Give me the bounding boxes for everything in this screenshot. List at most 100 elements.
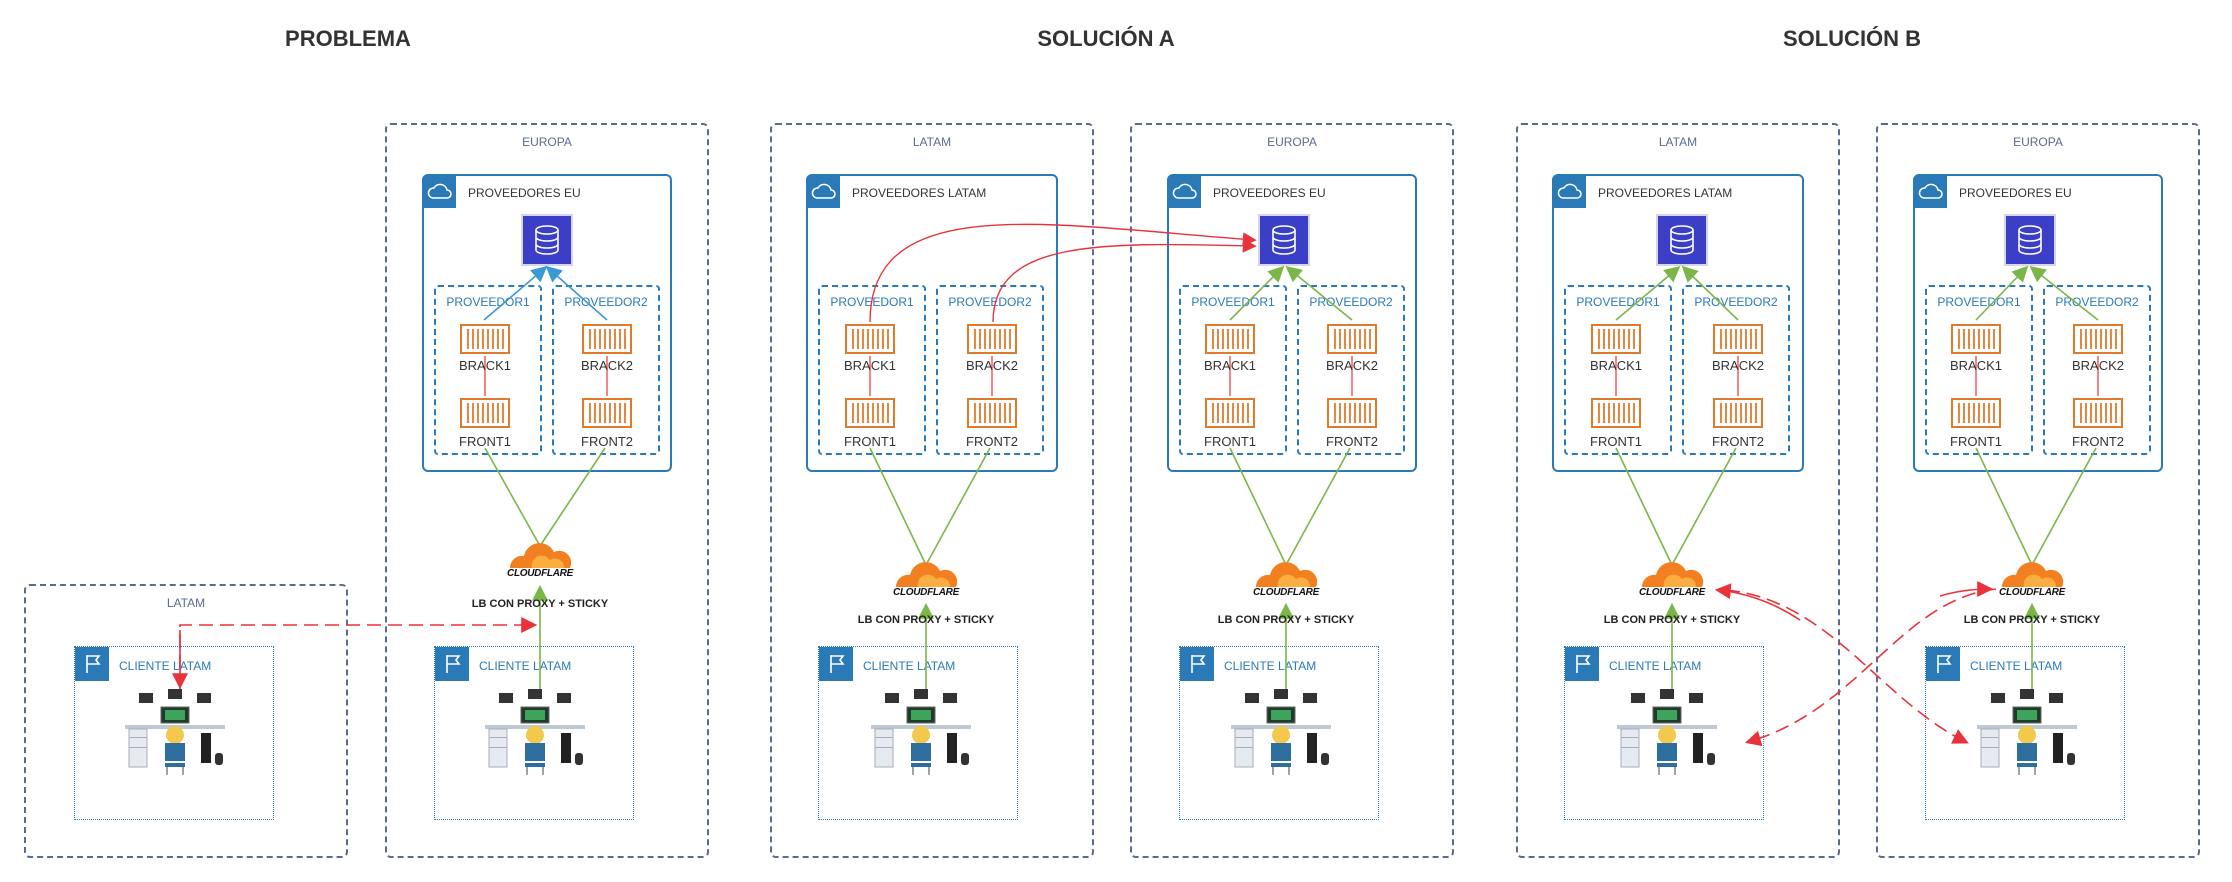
provider-label: PROVEEDOR2 [2055,295,2139,309]
provider-label: PROVEEDOR2 [1309,295,1393,309]
server-icon [1327,398,1377,428]
provider-box-2: PROVEEDOR2 [2043,285,2151,455]
client-workstation-icon [871,689,971,775]
server-icon [460,324,510,354]
cloud-box-proveedores-eu: PROVEEDORES EU [1913,174,2163,472]
node-label-brack2: BRACK2 [965,358,1019,373]
region-label: EUROPA [522,135,572,149]
client-label: CLIENTE LATAM [479,659,572,673]
node-label-brack1: BRACK1 [843,358,897,373]
node-label-brack2: BRACK2 [580,358,634,373]
database-icon [1258,214,1310,266]
node-label-front2: FRONT2 [1326,434,1378,449]
database-icon [1656,214,1708,266]
cloudflare-logo [895,562,958,587]
cloudflare-text: CLOUDFLARE [1639,587,1705,598]
node-label-front1: FRONT1 [459,434,511,449]
cloud-box-proveedores-eu: PROVEEDORES EU [422,174,672,472]
flag-icon [819,647,853,681]
provider-label: PROVEEDOR1 [1576,295,1660,309]
cloud-box-proveedores-eu: PROVEEDORES EU [1167,174,1417,472]
node-label-brack1: BRACK1 [1203,358,1257,373]
database-icon [521,214,573,266]
server-icon [1591,398,1641,428]
client-box: CLIENTE LATAM [74,646,274,820]
lb-label: LB CON PROXY + STICKY [857,614,995,626]
cloudflare-text: CLOUDFLARE [1253,587,1319,598]
cloud-icon [424,176,456,208]
node-label-brack2: BRACK2 [1325,358,1379,373]
client-workstation-icon [485,689,585,775]
region-latam: LATAM [24,584,348,858]
cloud-label: PROVEEDORES EU [468,186,581,200]
database-icon [2004,214,2056,266]
server-icon [2073,324,2123,354]
server-icon [845,324,895,354]
server-icon [967,398,1017,428]
provider-label: PROVEEDOR1 [1937,295,2021,309]
cloud-label: PROVEEDORES LATAM [1598,186,1733,200]
node-label-front2: FRONT2 [966,434,1018,449]
title-problema: PROBLEMA [285,26,411,51]
problema-links [172,265,608,695]
region-label: LATAM [1658,135,1698,149]
node-label-brack1: BRACK1 [1949,358,2003,373]
flag-icon [435,647,469,681]
flag-icon [1180,647,1214,681]
node-label-front2: FRONT2 [581,434,633,449]
solucion-a-links [869,223,1353,695]
node-label-front2: FRONT2 [2072,434,2124,449]
cloudflare-logo [2001,562,2064,587]
region-label: LATAM [912,135,952,149]
flag-icon [1926,647,1960,681]
client-box: CLIENTE LATAM [818,646,1018,820]
client-workstation-icon [1617,689,1717,775]
node-label-front1: FRONT1 [1950,434,2002,449]
region-label: EUROPA [1267,135,1317,149]
node-label-brack2: BRACK2 [2071,358,2125,373]
server-icon [1951,324,2001,354]
client-box: CLIENTE LATAM [1925,646,2125,820]
provider-box-2: PROVEEDOR2 [1297,285,1405,455]
solucion-b-links [1615,265,2099,747]
region-label: LATAM [166,596,206,610]
client-label: CLIENTE LATAM [1970,659,2063,673]
cloudflare-logo [1641,562,1704,587]
region-europa: EUROPA [1130,123,1454,858]
cloudflare-logo [509,543,572,568]
title-solucion-b: SOLUCIÓN B [1782,26,1922,51]
client-label: CLIENTE LATAM [1609,659,1702,673]
cloud-label: PROVEEDORES EU [1959,186,2072,200]
node-label-brack1: BRACK1 [1589,358,1643,373]
client-workstation-icon [1231,689,1331,775]
region-label: EUROPA [2013,135,2063,149]
server-icon [1327,324,1377,354]
server-icon [1591,324,1641,354]
server-icon [1951,398,2001,428]
server-icon [1713,398,1763,428]
node-label-front2: FRONT2 [1712,434,1764,449]
region-latam: LATAM [770,123,1094,858]
node-label-brack1: BRACK1 [458,358,512,373]
client-box: CLIENTE LATAM [1564,646,1764,820]
provider-box-2: PROVEEDOR2 [936,285,1044,455]
server-icon [582,324,632,354]
lb-label: LB CON PROXY + STICKY [471,598,609,610]
client-label: CLIENTE LATAM [863,659,956,673]
lb-label: LB CON PROXY + STICKY [1603,614,1741,626]
cloud-label: PROVEEDORES EU [1213,186,1326,200]
node-label-front1: FRONT1 [844,434,896,449]
client-workstation-icon [1977,689,2077,775]
node-label-brack2: BRACK2 [1711,358,1765,373]
cloudflare-text: CLOUDFLARE [507,568,573,579]
server-icon [845,398,895,428]
cloud-label: PROVEEDORES LATAM [852,186,987,200]
server-icon [1205,324,1255,354]
cloud-icon [1169,176,1201,208]
server-icon [460,398,510,428]
client-box: CLIENTE LATAM [1179,646,1379,820]
server-icon [967,324,1017,354]
